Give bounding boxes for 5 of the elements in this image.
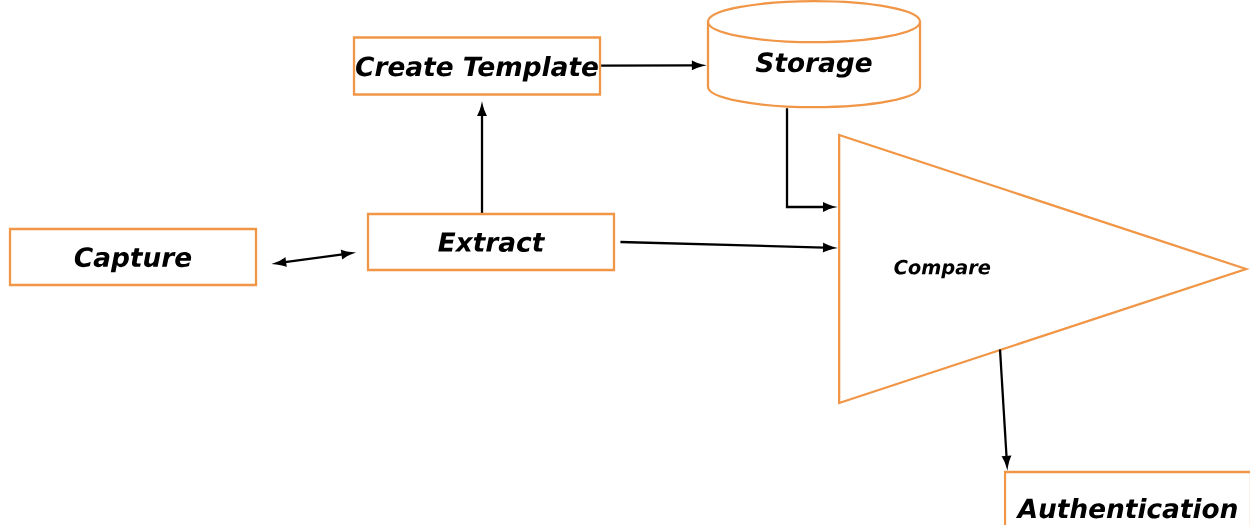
storage-cylinder: Storage (706, 0, 922, 109)
process-box: Authentication (1003, 470, 1250, 525)
process-box: Create Template (352, 36, 602, 96)
process-box: Capture (8, 227, 258, 287)
process-box: Extract (366, 212, 616, 272)
